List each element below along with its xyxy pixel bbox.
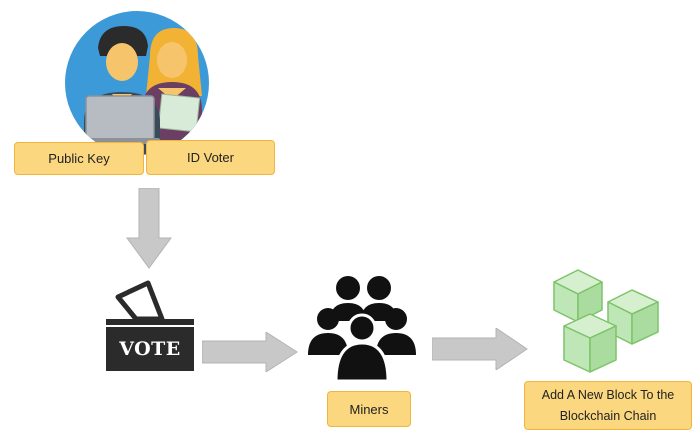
blocks-icon xyxy=(553,269,659,373)
add-block-line2: Blockchain Chain xyxy=(559,408,657,423)
down-arrow xyxy=(125,188,173,270)
right-arrow-1 xyxy=(202,332,298,372)
id-voter-text: ID Voter xyxy=(187,150,234,165)
ballot-box-icon xyxy=(106,280,194,371)
miners-icon-wrap xyxy=(302,273,422,385)
voters-icon xyxy=(65,11,209,155)
blocks-illustration xyxy=(546,268,664,380)
public-key-text: Public Key xyxy=(48,151,110,166)
add-block-label: Add A New Block To the Blockchain Chain xyxy=(524,381,692,430)
ballot-box: VOTE xyxy=(104,279,196,373)
voters-illustration xyxy=(64,10,210,156)
miners-label: Miners xyxy=(327,391,411,427)
add-block-line1: Add A New Block To the xyxy=(541,387,675,402)
vote-text: VOTE xyxy=(119,338,181,360)
public-key-label: Public Key xyxy=(14,142,144,175)
id-voter-label: ID Voter xyxy=(146,140,275,175)
right-arrow-2 xyxy=(432,328,528,370)
miners-group-icon xyxy=(308,276,416,383)
miners-text: Miners xyxy=(349,401,389,417)
